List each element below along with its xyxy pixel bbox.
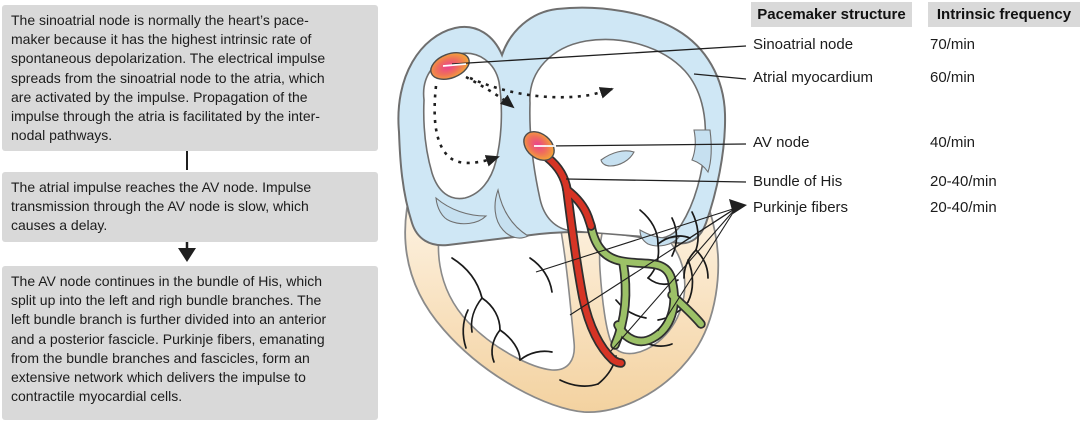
sa-node-inner-line [442, 63, 467, 67]
header-intrinsic-frequency: Intrinsic frequency [928, 2, 1080, 27]
textbox-bundle-branches: The AV node continues in the bundle of H… [2, 266, 378, 420]
freq-av-node: 40/min [930, 134, 976, 151]
freq-purkinje-fibers: 20-40/min [930, 199, 997, 216]
header-pacemaker-structure: Pacemaker structure [751, 2, 912, 27]
textbox-sinoatrial: The sinoatrial node is normally the hear… [2, 5, 378, 152]
freq-sinoatrial-node: 70/min [930, 36, 976, 53]
textbox-av-node: The atrial impulse reaches the AV node. … [2, 172, 378, 242]
sinoatrial-node-leader [451, 45, 747, 65]
valve-leaflets [435, 129, 712, 247]
atrial-myocardium-leader [693, 73, 747, 80]
bundle-of-his-leader [565, 178, 747, 183]
freq-bundle-of-his: 20-40/min [930, 173, 997, 190]
bundle-of-his-and-left-bundle-branch [543, 153, 626, 368]
internodal-pathway-arrows [433, 75, 614, 167]
freq-atrial-myocardium: 60/min [930, 69, 976, 86]
bachmann-pathway-arrow [469, 76, 614, 99]
label-purkinje-fibers: Purkinje fibers [753, 199, 849, 216]
label-bundle-of-his: Bundle of His [753, 173, 843, 190]
label-sinoatrial-node: Sinoatrial node [753, 36, 854, 53]
purkinje-leader-arrowhead [729, 199, 747, 214]
purkinje-fiber-leaders [535, 207, 737, 353]
label-av-node: AV node [753, 134, 810, 151]
av-node-leader [545, 143, 747, 147]
atria-walls [397, 6, 727, 247]
right-atrium-chamber [529, 38, 707, 240]
anterior-internodal-arrow [465, 75, 515, 109]
label-leader-lines [451, 45, 747, 353]
label-atrial-myocardium: Atrial myocardium [753, 69, 874, 86]
connector-arrowhead [178, 248, 196, 262]
